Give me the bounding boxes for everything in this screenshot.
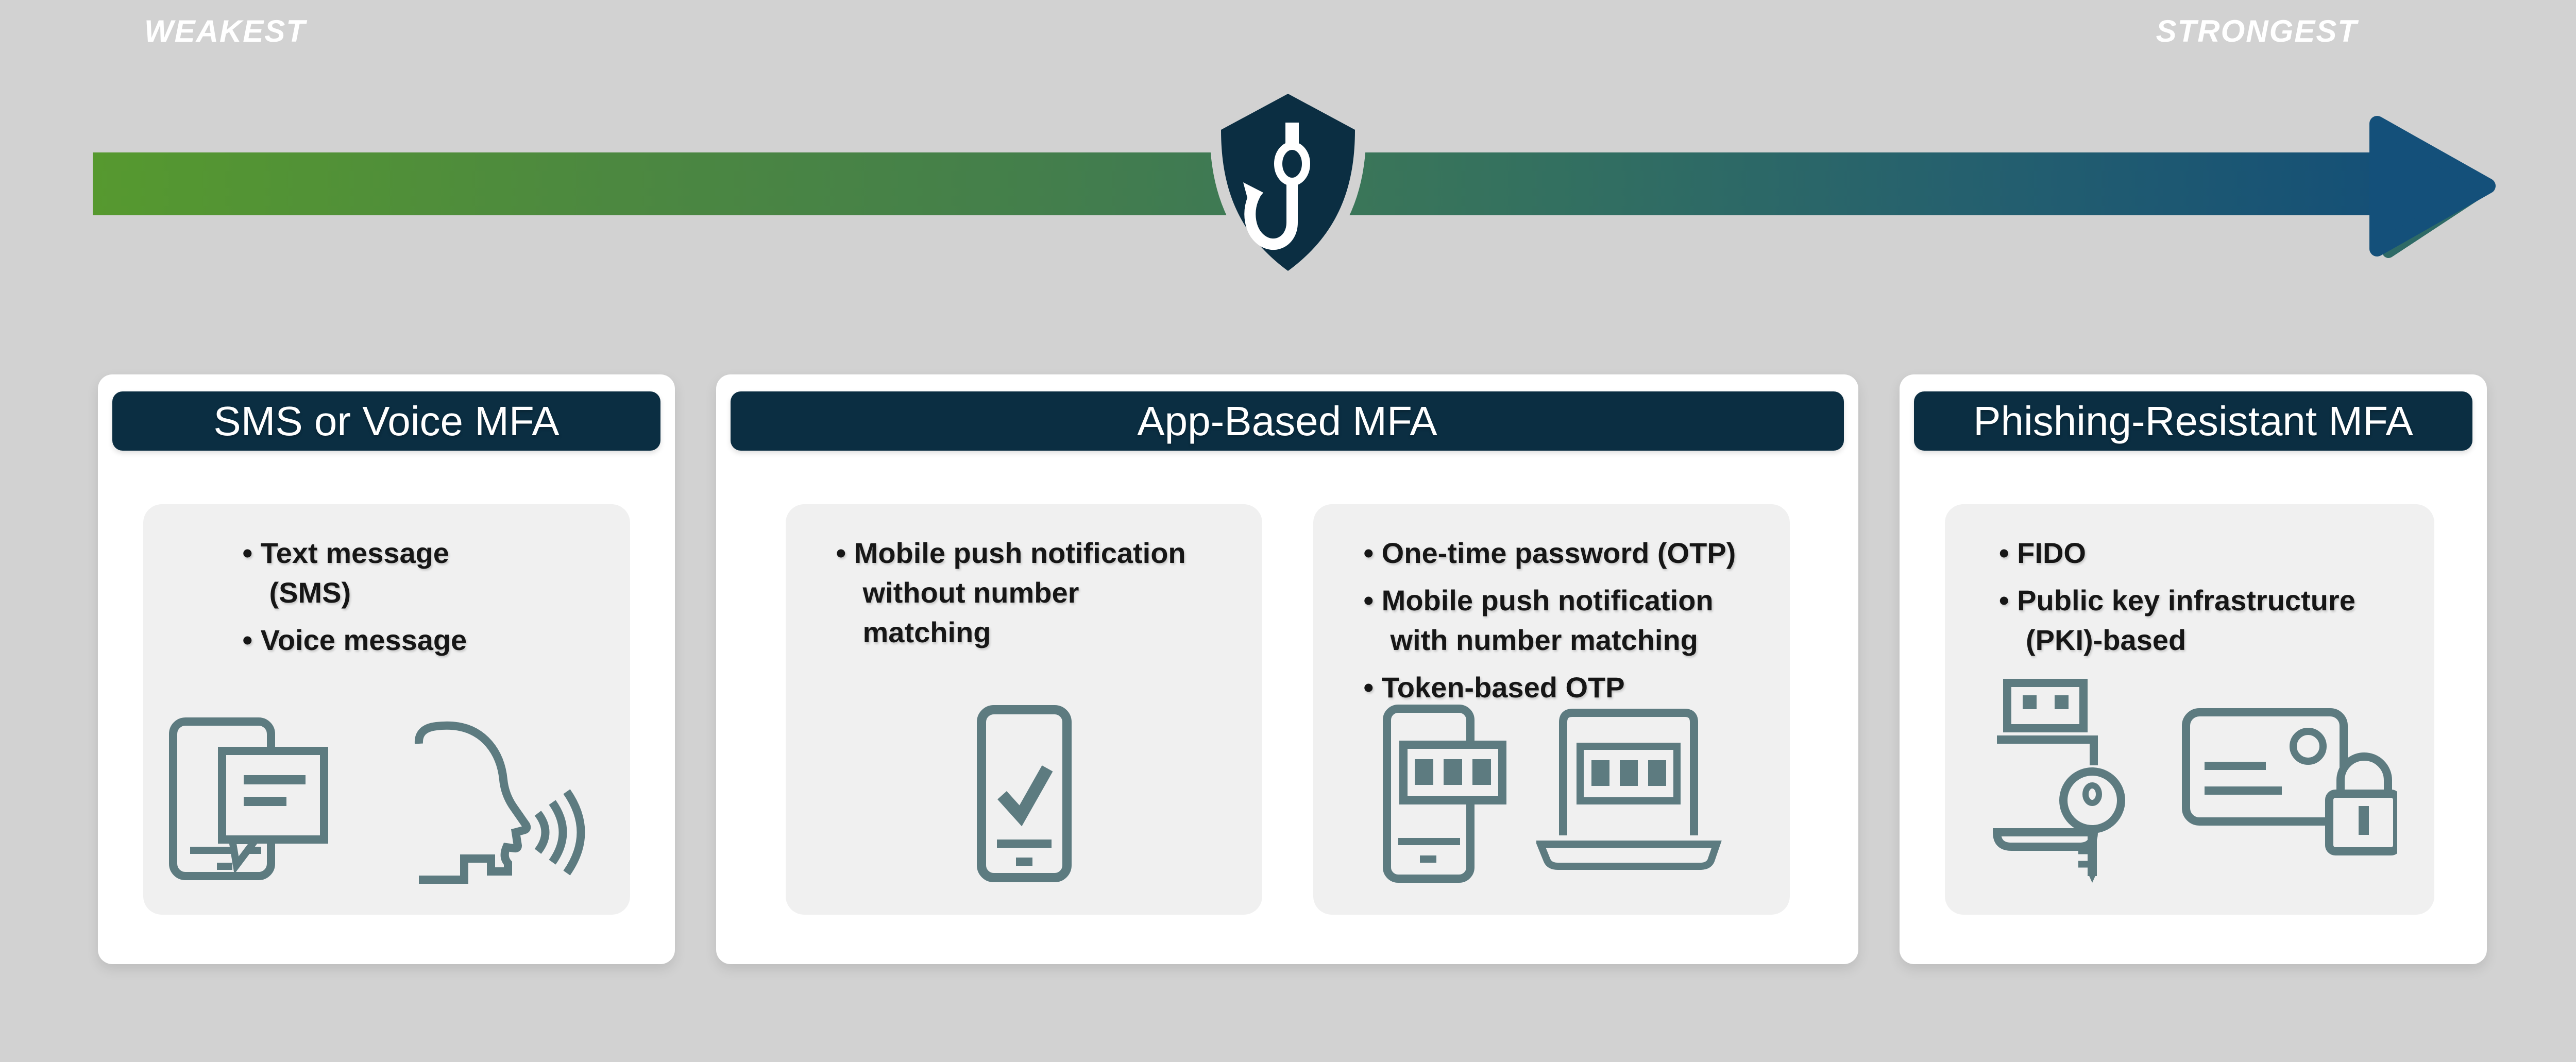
phone-sms-icon [168, 717, 328, 880]
phone-otp-icon [1382, 705, 1506, 883]
card-sms-voice-mfa: SMS or Voice MFA Text message (SMS) Voic… [98, 374, 675, 964]
phishing-shield-icon [1209, 82, 1367, 285]
list-item: Mobile push notification with number mat… [1364, 580, 1740, 660]
card-phishing-resistant-mfa: Phishing-Resistant MFA FIDO Public key i… [1900, 374, 2487, 964]
list-item: Public key infrastructure (PKI)-based [1999, 580, 2380, 660]
bullet-list: One-time password (OTP) Mobile push noti… [1364, 533, 1740, 707]
arrowhead-main [2369, 116, 2496, 256]
phone-check-icon [976, 705, 1072, 882]
weakest-label: WEAKEST [144, 14, 306, 48]
list-item: FIDO [1999, 533, 2380, 573]
bullet-list: FIDO Public key infrastructure (PKI)-bas… [1999, 533, 2380, 660]
usb-security-key-icon [1992, 679, 2125, 883]
list-item: Token-based OTP [1364, 667, 1740, 707]
strongest-label: STRONGEST [2156, 14, 2358, 48]
card-app-based-mfa: App-Based MFA Mobile push notification w… [716, 374, 1858, 964]
list-item: Text message (SMS) [243, 533, 531, 612]
bullet-list: Text message (SMS) Voice message [243, 533, 531, 660]
push-no-matching-panel: Mobile push notification without number … [786, 504, 1262, 915]
sms-voice-panel: Text message (SMS) Voice message [143, 504, 630, 915]
phishing-resistant-panel: FIDO Public key infrastructure (PKI)-bas… [1945, 504, 2434, 915]
laptop-otp-icon [1536, 708, 1722, 870]
otp-panel: One-time password (OTP) Mobile push noti… [1313, 504, 1790, 915]
arrowhead-icon [2369, 116, 2496, 258]
pki-card-lock-icon [2181, 708, 2397, 855]
card-title: Phishing-Resistant MFA [1914, 391, 2472, 451]
list-item: Mobile push notification without number … [836, 533, 1212, 652]
list-item: Voice message [243, 620, 531, 660]
card-title: App-Based MFA [731, 391, 1844, 451]
list-item: One-time password (OTP) [1364, 533, 1740, 573]
voice-speaking-icon [414, 721, 585, 884]
card-title: SMS or Voice MFA [112, 391, 660, 451]
fish-hook-icon [1243, 123, 1310, 250]
bullet-list: Mobile push notification without number … [836, 533, 1212, 652]
